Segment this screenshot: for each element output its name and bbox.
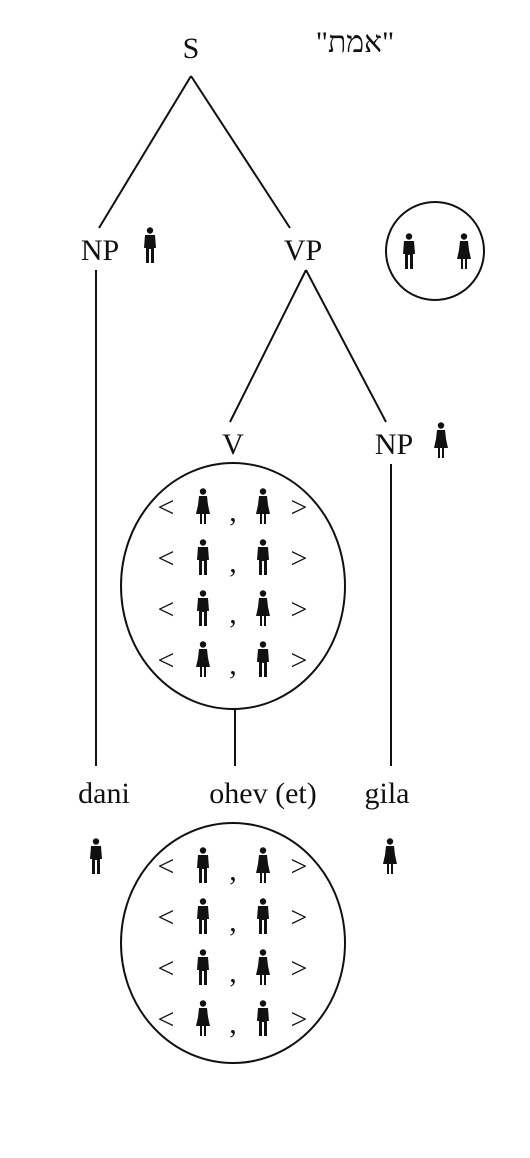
close-angle: > [291,952,308,985]
open-angle: < [158,644,175,677]
man-icon [197,847,209,883]
pair-comma: , [229,956,237,989]
branch-s-vp [190,75,291,229]
open-angle: < [158,901,175,934]
pair-comma: , [229,597,237,630]
close-angle: > [291,850,308,883]
pair-comma: , [229,648,237,681]
node-np-object: NP [375,428,413,461]
word-dani: dani [78,777,130,810]
close-angle: > [291,542,308,575]
gila-woman-icon [383,838,397,874]
woman-icon [256,488,270,524]
word-gila: gila [365,777,410,810]
pair-comma: , [229,1007,237,1040]
node-vp: VP [284,234,322,267]
word-relation-pairs: <, > <, > <, > <, > [158,847,308,1040]
woman-icon [196,1000,210,1036]
verb-relation-pairs: <, > <, > <, > <, > [158,488,308,681]
verb-relation-ellipse [120,462,346,710]
domain-circle [385,201,485,301]
pair-comma: , [229,495,237,528]
domain-man-icon [403,233,415,269]
man-icon [197,898,209,934]
open-angle: < [158,1003,175,1036]
domain-woman-icon [457,233,471,269]
node-s: S [183,32,200,65]
woman-icon [196,641,210,677]
woman-icon [256,590,270,626]
node-v: V [222,428,244,461]
man-icon [197,949,209,985]
open-angle: < [158,593,175,626]
close-angle: > [291,901,308,934]
man-icon [257,641,269,677]
word-relation-ellipse [120,822,346,1064]
pair-comma: , [229,854,237,887]
close-angle: > [291,1003,308,1036]
object-np-woman-icon [434,422,448,458]
verb-pair-row: <, > [158,590,308,630]
man-icon [257,539,269,575]
open-angle: < [158,491,175,524]
word-pair-row: <, > [158,949,308,989]
close-angle: > [291,491,308,524]
pair-comma: , [229,546,237,579]
verb-pair-row: <, > [158,641,308,681]
subject-np-man-icon [144,227,156,263]
man-icon [197,539,209,575]
word-pair-row: <, > [158,1000,308,1040]
branch-s-np [98,75,192,229]
woman-icon [196,488,210,524]
open-angle: < [158,850,175,883]
dani-man-icon [90,838,102,874]
man-icon [257,898,269,934]
close-angle: > [291,644,308,677]
verb-pair-row: <, > [158,488,308,528]
woman-icon [256,847,270,883]
hebrew-title: "אמת" [316,26,395,59]
word-ohev: ohev (et) [209,777,316,810]
word-pair-row: <, > [158,847,308,887]
man-icon [257,1000,269,1036]
pair-comma: , [229,905,237,938]
open-angle: < [158,952,175,985]
branch-vp-np [305,269,387,423]
open-angle: < [158,542,175,575]
node-np-subject: NP [81,234,119,267]
close-angle: > [291,593,308,626]
branch-vp-v [229,269,307,423]
word-pair-row: <, > [158,898,308,938]
man-icon [197,590,209,626]
woman-icon [256,949,270,985]
verb-pair-row: <, > [158,539,308,579]
